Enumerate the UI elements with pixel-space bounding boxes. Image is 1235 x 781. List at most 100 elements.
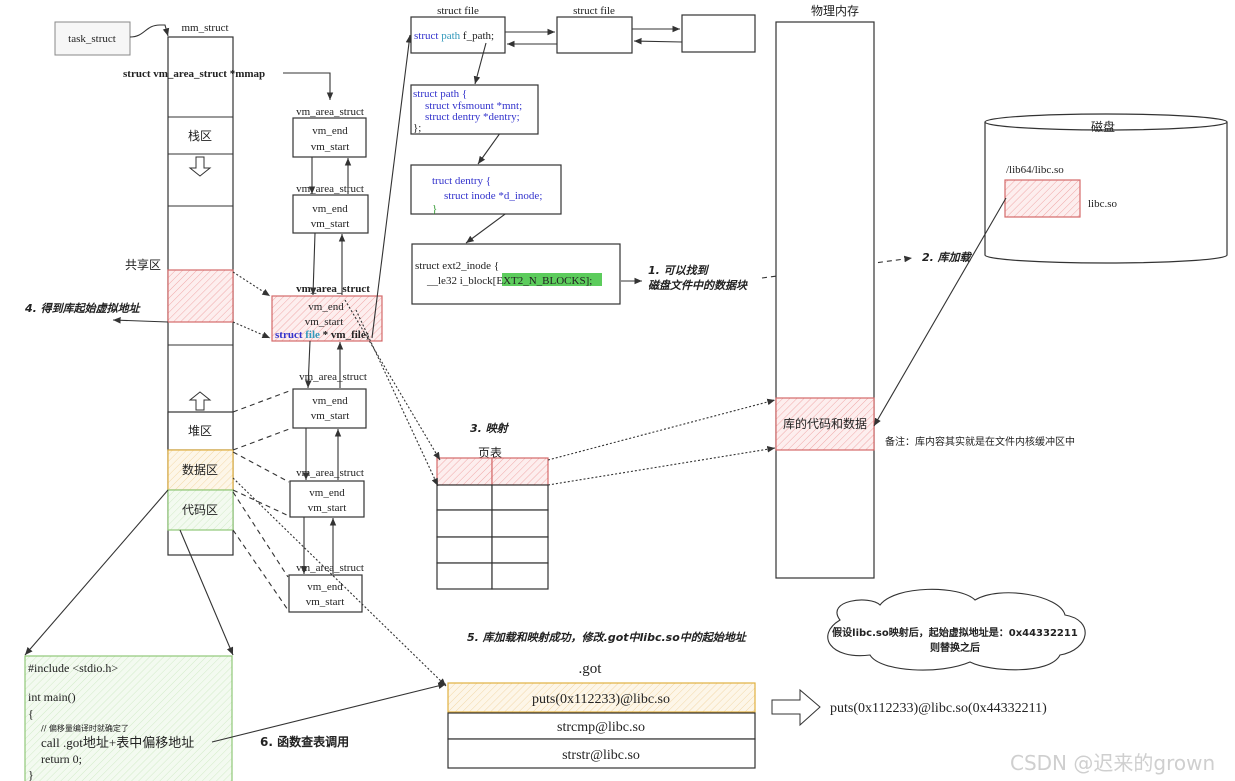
svg-text:}: } bbox=[28, 768, 34, 781]
arrow-vmfile-to-file bbox=[371, 34, 413, 339]
physical-memory: 物理内存 库的代码和数据 bbox=[775, 4, 875, 579]
lib-code-data-block: 库的代码和数据 bbox=[783, 416, 867, 431]
watermark: CSDN @迟来的grown bbox=[1010, 751, 1215, 775]
svg-text:struct file: struct file bbox=[437, 5, 479, 17]
svg-text:vm_end: vm_end bbox=[308, 301, 344, 313]
struct-file-2: struct file bbox=[556, 5, 633, 54]
arrow-disk-to-memory bbox=[873, 197, 1007, 427]
svg-text:// 偏移量编译时就确定了: // 偏移量编译时就确定了 bbox=[41, 723, 129, 733]
svg-text:struct file: struct file bbox=[573, 5, 615, 17]
replace-arrow-icon bbox=[771, 688, 821, 727]
stack-region: 栈区 bbox=[188, 128, 212, 143]
source-code-box: #include <stdio.h> int main() { // 偏移量编译… bbox=[24, 655, 233, 781]
got-table: puts(0x112233)@libc.so strcmp@libc.so st… bbox=[447, 682, 756, 769]
struct-file-1: struct file struct path f_path; bbox=[410, 5, 506, 54]
step-4-label: 4. 得到库起始虚拟地址 bbox=[24, 302, 142, 315]
svg-text:vm_start: vm_start bbox=[306, 596, 345, 608]
task-struct-box: task_struct bbox=[54, 21, 131, 56]
svg-text:vm_start: vm_start bbox=[311, 218, 350, 230]
step-5-label: 5. 库加载和映射成功，修改.got中libc.so中的起始地址 bbox=[467, 631, 748, 644]
arrow-mmap bbox=[283, 72, 334, 100]
svg-text:return 0;: return 0; bbox=[41, 752, 82, 766]
svg-text:vm_area_struct: vm_area_struct bbox=[299, 371, 367, 383]
region-to-vma-links bbox=[24, 271, 447, 687]
step-2-label: 2. 库加载 bbox=[922, 251, 973, 264]
step-1-line1: 1. 可以找到 bbox=[648, 264, 710, 277]
cloud-callout: 假设libc.so映射后，起始虚拟地址是：0x44332211 则替换之后 bbox=[827, 588, 1086, 671]
svg-text:磁盘: 磁盘 bbox=[1091, 119, 1115, 134]
vma-1: vm_area_struct vm_end vm_start bbox=[292, 106, 367, 158]
got-row-strcmp: strcmp@libc.so bbox=[557, 720, 645, 735]
step-3-label: 3. 映射 bbox=[470, 422, 510, 435]
ext2-highlight bbox=[502, 273, 602, 286]
svg-text:call .got地址+表中偏移地址: call .got地址+表中偏移地址 bbox=[41, 735, 194, 750]
svg-text:vm_end: vm_end bbox=[309, 487, 345, 499]
svg-text:vm_area_struct: vm_area_struct bbox=[296, 467, 364, 479]
svg-text:则替换之后: 则替换之后 bbox=[930, 641, 980, 654]
svg-text:vm_start: vm_start bbox=[308, 502, 347, 514]
arrow-task-to-mm bbox=[129, 24, 170, 38]
svg-text:物理内存: 物理内存 bbox=[811, 4, 859, 18]
got-row-strstr: strstr@libc.so bbox=[562, 748, 640, 763]
svg-text:vm_area_struct: vm_area_struct bbox=[296, 283, 370, 295]
svg-text:vm_area_struct: vm_area_struct bbox=[296, 106, 364, 118]
svg-text:vm_start: vm_start bbox=[311, 410, 350, 422]
vma-6: vm_area_struct vm_end vm_start bbox=[288, 562, 364, 613]
arrow-call-to-got bbox=[211, 682, 447, 743]
shared-lib-region bbox=[167, 269, 234, 323]
code-region: 代码区 bbox=[182, 503, 218, 517]
svg-text:int main(): int main() bbox=[28, 690, 76, 704]
svg-text:vm_end: vm_end bbox=[312, 125, 348, 137]
struct-file-3 bbox=[681, 14, 756, 53]
svg-text:vm_end: vm_end bbox=[312, 395, 348, 407]
svg-text:struct path {: struct path { bbox=[413, 88, 467, 100]
svg-text:truct dentry {: truct dentry { bbox=[432, 175, 491, 187]
step-6-label: 6. 函数查表调用 bbox=[260, 734, 349, 749]
svg-text:{: { bbox=[28, 707, 34, 721]
vma-5: vm_area_struct vm_end vm_start bbox=[289, 467, 365, 518]
shared-region-label: 共享区 bbox=[125, 257, 161, 272]
ext2-inode-box: struct ext2_inode { __le32 i_block[EXT2_… bbox=[411, 243, 621, 305]
svg-text:vm_end: vm_end bbox=[307, 581, 343, 593]
vma-links bbox=[300, 157, 352, 574]
svg-text:假设libc.so映射后，起始虚拟地址是：0x4433221: 假设libc.so映射后，起始虚拟地址是：0x44332211 bbox=[832, 626, 1078, 639]
svg-text:vm_area_struct: vm_area_struct bbox=[296, 183, 364, 195]
svg-text:struct file * vm_file;: struct file * vm_file; bbox=[275, 329, 369, 341]
mm-struct: mm_struct 栈区 堆区 数据区 代码区 共享区 struct vm_ar… bbox=[123, 22, 265, 556]
heap-region: 堆区 bbox=[188, 424, 212, 438]
svg-text:struct dentry *dentry;: struct dentry *dentry; bbox=[425, 111, 520, 123]
svg-text:__le32 i_block[EXT2_N_BLOCKS]: __le32 i_block[EXT2_N_BLOCKS]; bbox=[426, 275, 592, 287]
task-struct-label: task_struct bbox=[68, 33, 116, 45]
svg-text:struct ext2_inode {: struct ext2_inode { bbox=[415, 260, 499, 272]
vma-libc: vm_area_struct vm_end vm_start struct fi… bbox=[271, 283, 383, 342]
struct-dentry-box: truct dentry { struct inode *d_inode; } bbox=[410, 164, 562, 215]
struct-path-box: struct path { struct vfsmount *mnt; stru… bbox=[410, 84, 539, 135]
svg-text:vm_area_struct: vm_area_struct bbox=[296, 562, 364, 574]
data-region: 数据区 bbox=[182, 462, 218, 477]
svg-text:struct vfsmount *mnt;: struct vfsmount *mnt; bbox=[425, 100, 522, 112]
up-arrow-icon bbox=[188, 391, 212, 411]
got-title: .got bbox=[579, 661, 603, 677]
svg-text:libc.so: libc.so bbox=[1088, 198, 1118, 210]
got-result: puts(0x112233)@libc.so(0x44332211) bbox=[830, 701, 1047, 716]
got-row-puts: puts(0x112233)@libc.so bbox=[532, 692, 670, 707]
svg-text:struct inode *d_inode;: struct inode *d_inode; bbox=[444, 190, 542, 202]
page-table-title: 页表 bbox=[478, 446, 502, 460]
svg-text:vm_end: vm_end bbox=[312, 203, 348, 215]
mmap-field: struct vm_area_struct *mmap bbox=[123, 68, 265, 80]
svg-text:};: }; bbox=[413, 122, 421, 134]
down-arrow-icon bbox=[188, 156, 212, 177]
note-text: 备注：库内容其实就是在文件内核缓冲区中 bbox=[885, 435, 1075, 448]
svg-text:vm_start: vm_start bbox=[311, 141, 350, 153]
svg-text:struct path f_path;: struct path f_path; bbox=[414, 30, 494, 42]
page-table bbox=[436, 457, 549, 590]
mapping-links bbox=[344, 299, 776, 487]
svg-text:vm_start: vm_start bbox=[305, 316, 344, 328]
svg-text:}: } bbox=[432, 203, 437, 215]
step-1-line2: 磁盘文件中的数据块 bbox=[648, 279, 748, 292]
svg-text:/lib64/libc.so: /lib64/libc.so bbox=[1006, 164, 1064, 176]
vma-2: vm_area_struct vm_end vm_start bbox=[292, 183, 369, 234]
vma-4: vm_area_struct vm_end vm_start bbox=[292, 371, 367, 429]
